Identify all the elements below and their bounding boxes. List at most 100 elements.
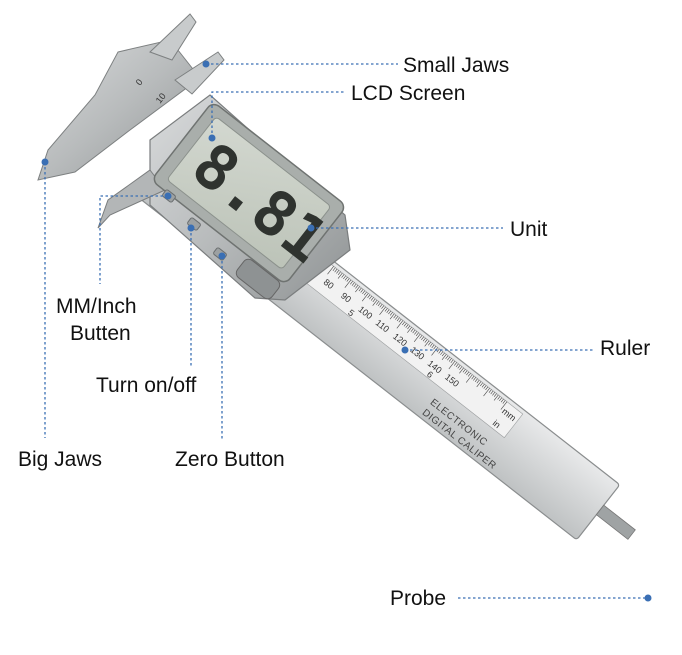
ruler-tick (476, 381, 482, 388)
ruler-tick (337, 272, 343, 279)
ruler-tick (499, 397, 503, 401)
ruler-tick (464, 370, 468, 374)
ruler-tick (389, 312, 393, 316)
ruler-tick (346, 278, 350, 282)
label-small-jaws: Small Jaws (403, 54, 509, 77)
label-turn-on-off: Turn on/off (96, 374, 197, 397)
ruler-tick (413, 333, 421, 343)
ruler-inch-number: 5 (346, 307, 356, 318)
ruler-tick (480, 382, 483, 387)
ruler-tick (369, 295, 373, 300)
ruler-tick (457, 364, 461, 369)
dot-zero-button (218, 252, 226, 260)
ruler-tick (415, 332, 419, 336)
ruler-tick (422, 337, 426, 342)
ruler-tick (376, 301, 379, 305)
ruler-tick (465, 374, 473, 383)
ruler-tick (441, 354, 447, 361)
ruler-tick (405, 324, 409, 328)
ruler-tick (441, 352, 445, 357)
ruler-tick (334, 268, 338, 273)
ruler-tick (372, 299, 378, 306)
ruler-tick (454, 362, 457, 366)
lcd-screen: 8.81 (153, 103, 345, 283)
ruler-tick (372, 298, 376, 303)
leader-mm-inch (99, 195, 168, 284)
dot-small-jaws (202, 60, 210, 68)
ruler-tick (483, 385, 487, 389)
label-unit: Unit (510, 218, 548, 241)
ruler-tick (440, 351, 444, 355)
ruler-tick (488, 389, 492, 393)
ruler-tick (337, 271, 341, 276)
ruler-tick (485, 386, 489, 391)
ruler-tick (476, 379, 480, 384)
big-jaw-fixed (37, 39, 201, 181)
ruler-tick (377, 302, 381, 307)
dot-mm-inch (164, 192, 172, 200)
ruler-tick (410, 328, 414, 332)
ruler-inch-number: 6 (425, 369, 435, 380)
ruler-tick (362, 290, 366, 294)
ruler-tick (447, 356, 451, 361)
ruler-tick (361, 293, 369, 302)
ruler-tick (412, 329, 416, 334)
ruler-tick (493, 394, 499, 401)
ruler-tick (355, 285, 359, 289)
ruler-tick (493, 393, 497, 397)
ruler-tick (492, 392, 496, 396)
ruler-tick (379, 304, 383, 308)
ruler-tick (332, 267, 336, 271)
ruler-tick (395, 316, 399, 320)
dot-big-jaws (41, 158, 49, 166)
ruler-tick (433, 345, 437, 350)
ruler-tick (431, 344, 435, 349)
ruler-tick (398, 318, 402, 323)
ruler-tick (393, 314, 397, 319)
ruler-tick (474, 378, 478, 383)
ruler-tick (500, 398, 504, 403)
ruler-tick (428, 341, 431, 346)
unit-in-mark: in (491, 418, 503, 430)
dot-lcd-screen (208, 134, 216, 142)
ruler-tick (471, 375, 475, 380)
ruler-tick (367, 294, 371, 299)
ruler-tick (502, 400, 506, 404)
ruler-tick (344, 279, 352, 288)
label-lcd-screen: LCD Screen (351, 82, 465, 105)
ruler-tick (360, 289, 364, 293)
ruler-tick (481, 383, 485, 388)
label-big-jaws: Big Jaws (18, 448, 102, 471)
ruler-tick (483, 387, 490, 397)
small-jaw-moving (174, 51, 225, 95)
ruler-tick (438, 350, 442, 354)
ruler-tick (384, 308, 388, 312)
ruler-tick (363, 291, 367, 296)
ruler-tick (336, 270, 340, 274)
ruler-tick (497, 396, 501, 400)
ruler-tick (459, 367, 464, 374)
ruler-tick (429, 343, 433, 347)
label-mm-inch-line2: Butten (70, 322, 131, 345)
ruler-number-10: 10 (154, 91, 168, 105)
label-mm-inch-line1: MM/Inch (56, 295, 137, 318)
leader-lines (41, 60, 652, 602)
ruler-tick (381, 305, 385, 309)
ruler-tick (448, 358, 452, 362)
ruler-tick (344, 276, 348, 281)
ruler-tick (351, 282, 355, 286)
ruler-tick (355, 286, 360, 293)
ruler-tick (445, 355, 449, 359)
ruler-tick (424, 339, 428, 343)
ruler-tick (459, 366, 463, 370)
small-jaw-fixed (149, 13, 197, 61)
dot-turn-on-off (187, 224, 195, 232)
ruler-tick (466, 371, 470, 376)
ruler-tick (455, 363, 459, 368)
callout-labels: Small Jaws LCD Screen Unit MM/Inch Butte… (18, 54, 650, 610)
ruler-tick (473, 377, 477, 381)
dot-unit (307, 224, 315, 232)
ruler-tick (450, 359, 454, 364)
ruler-tick (389, 313, 395, 320)
